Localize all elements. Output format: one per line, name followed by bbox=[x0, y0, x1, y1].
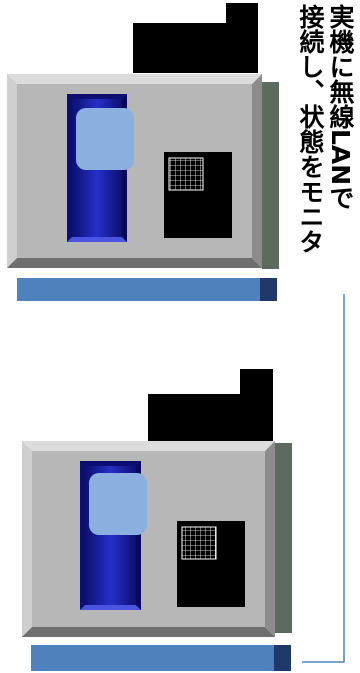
control-panel bbox=[177, 521, 245, 607]
unit-base-end bbox=[260, 278, 277, 301]
caption-line-1: 実機に無線LANで bbox=[326, 4, 355, 211]
panel-bevel-bottom bbox=[7, 258, 262, 268]
keypad-grid bbox=[168, 157, 204, 191]
panel-bevel-top bbox=[7, 74, 262, 84]
panel-bevel-left bbox=[22, 441, 32, 637]
unit-base bbox=[17, 278, 260, 301]
door-window bbox=[76, 108, 134, 170]
panel-bevel-right bbox=[252, 74, 262, 268]
door bbox=[67, 94, 134, 242]
antenna-base bbox=[133, 23, 258, 73]
keypad-grid bbox=[181, 526, 217, 560]
door-window bbox=[89, 473, 147, 535]
machine-unit-top bbox=[7, 3, 279, 301]
panel-bevel-right bbox=[265, 441, 275, 637]
side-bar bbox=[275, 443, 292, 633]
caption-line-2: 接続し、状態をモニタ bbox=[296, 4, 325, 254]
antenna-base bbox=[148, 394, 273, 442]
control-panel bbox=[164, 152, 232, 238]
connector-line bbox=[302, 294, 345, 663]
machine-unit-bottom bbox=[22, 369, 292, 671]
panel-bevel-left bbox=[7, 74, 17, 268]
unit-base bbox=[31, 645, 274, 671]
panel-bevel-bottom bbox=[22, 627, 275, 637]
door bbox=[80, 461, 147, 610]
unit-base-end bbox=[274, 645, 291, 671]
side-bar bbox=[262, 82, 279, 269]
panel-bevel-top bbox=[22, 441, 275, 451]
